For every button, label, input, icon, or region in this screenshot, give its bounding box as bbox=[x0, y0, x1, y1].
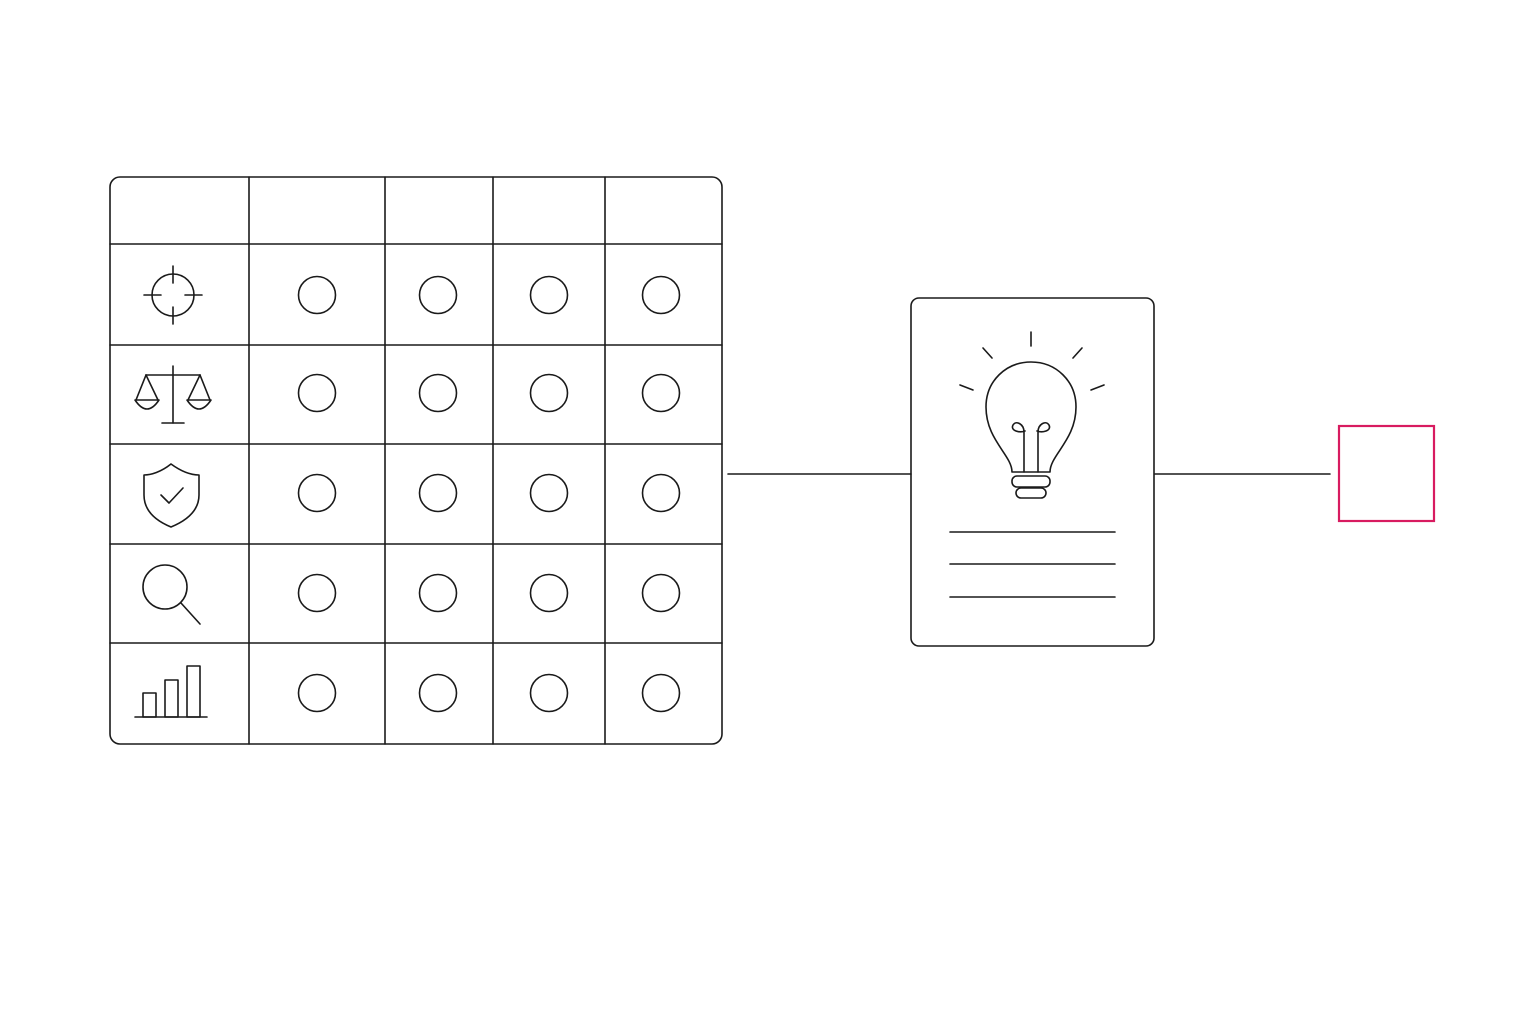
rating-circle bbox=[297, 275, 337, 315]
text-placeholder-lines bbox=[949, 531, 1116, 598]
rating-circle bbox=[297, 373, 337, 413]
rating-circle bbox=[297, 573, 337, 613]
matrix-frame bbox=[109, 176, 723, 745]
rating-circle bbox=[641, 275, 681, 315]
rating-circle bbox=[641, 473, 681, 513]
shield-check-icon bbox=[143, 463, 200, 528]
rating-circle bbox=[418, 673, 458, 713]
rating-circle bbox=[529, 473, 569, 513]
output-box bbox=[1337, 424, 1436, 523]
lightbulb-icon bbox=[959, 331, 1105, 499]
target-icon bbox=[143, 265, 203, 325]
evaluation-matrix bbox=[109, 176, 723, 745]
rating-circle bbox=[418, 473, 458, 513]
rating-circle bbox=[418, 573, 458, 613]
insight-card-frame bbox=[910, 297, 1155, 647]
rating-circle bbox=[297, 473, 337, 513]
rating-circle bbox=[418, 373, 458, 413]
rating-circle bbox=[529, 573, 569, 613]
insight-card bbox=[910, 297, 1155, 647]
rating-circle bbox=[529, 275, 569, 315]
rating-circle bbox=[529, 673, 569, 713]
rating-circles bbox=[297, 275, 681, 713]
scales-icon bbox=[134, 365, 212, 424]
magnifier-icon bbox=[142, 564, 201, 625]
rating-circle bbox=[529, 373, 569, 413]
rating-circle bbox=[641, 373, 681, 413]
rating-circle bbox=[418, 275, 458, 315]
rating-circle bbox=[641, 673, 681, 713]
rating-circle bbox=[297, 673, 337, 713]
rating-circle bbox=[641, 573, 681, 613]
bar-chart-icon bbox=[134, 665, 208, 718]
